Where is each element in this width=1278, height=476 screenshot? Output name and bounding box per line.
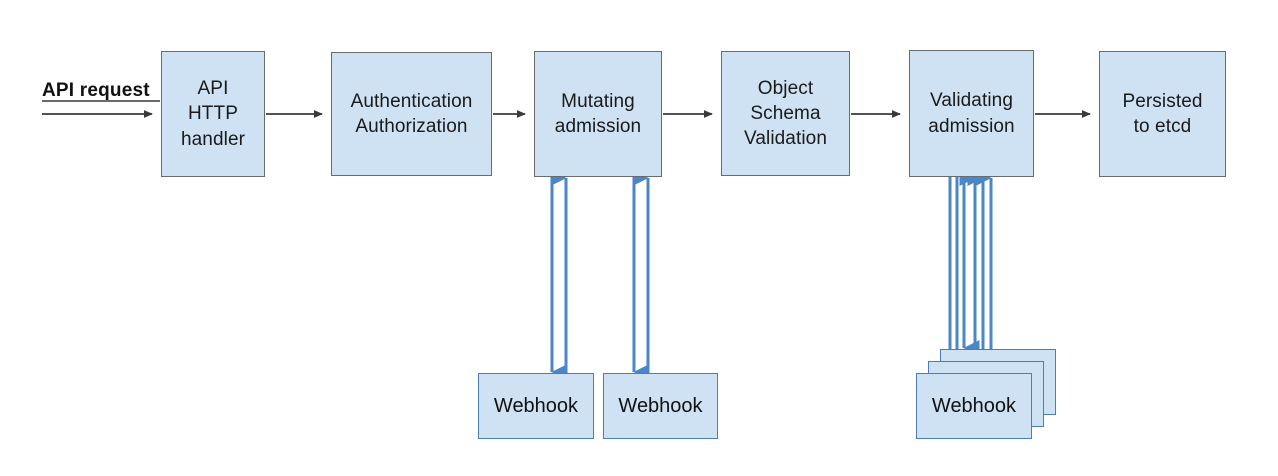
webhook-mutating-1[interactable]: Webhook — [478, 373, 594, 439]
api-request-label: API request — [42, 80, 150, 101]
node-object-schema-validation[interactable]: Object Schema Validation — [721, 51, 850, 176]
node-mutating-admission[interactable]: Mutating admission — [534, 51, 662, 177]
webhook-validating-stack-front[interactable]: Webhook — [916, 373, 1032, 439]
node-api-http-handler[interactable]: API HTTP handler — [161, 51, 265, 177]
node-validating-admission[interactable]: Validating admission — [909, 50, 1034, 177]
webhook-mutating-2[interactable]: Webhook — [603, 373, 718, 439]
arrow-entry-to-api-handler — [42, 100, 160, 118]
node-persisted-to-etcd[interactable]: Persisted to etcd — [1099, 51, 1226, 177]
node-authentication-authorization[interactable]: Authentication Authorization — [331, 52, 492, 176]
